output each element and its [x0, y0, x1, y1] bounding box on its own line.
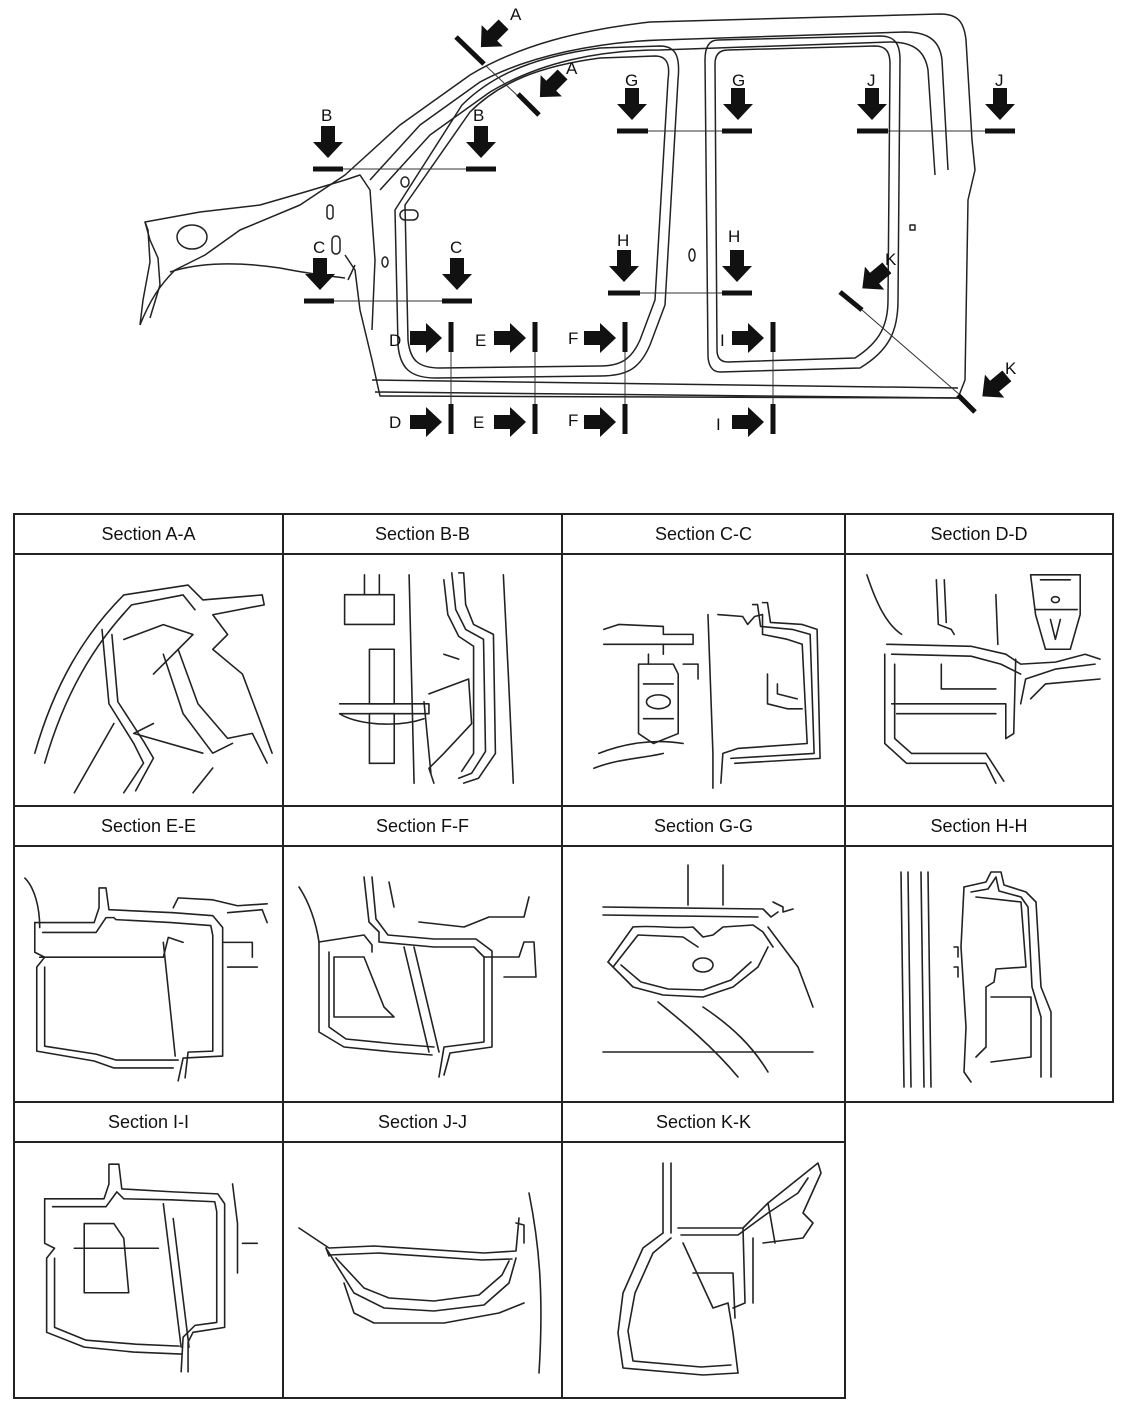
- marker-label-k: K: [1005, 359, 1017, 378]
- section-title: Section H-H: [846, 807, 1112, 847]
- marker-label-c: C: [450, 238, 462, 257]
- section-k-k-panel: Section K-K: [563, 1103, 846, 1399]
- section-j-j-drawing: [298, 1192, 542, 1374]
- body-side-overview: A A B B C C D D E E F F G G H H I I J J …: [0, 0, 1126, 470]
- marker-label-k: K: [885, 250, 897, 269]
- section-title: Section D-D: [846, 515, 1112, 555]
- section-k-k-drawing: [617, 1162, 822, 1376]
- marker-label-j: J: [867, 71, 876, 90]
- marker-label-d: D: [389, 413, 401, 432]
- section-title: Section I-I: [15, 1103, 282, 1143]
- section-b-b-panel: Section B-B: [284, 513, 563, 807]
- section-h-h-drawing: [900, 871, 1052, 1088]
- marker-label-g: G: [732, 71, 745, 90]
- section-i-i-drawing: [43, 1163, 259, 1373]
- marker-label-f: F: [568, 411, 578, 430]
- marker-label-b: B: [473, 106, 484, 125]
- section-title: Section A-A: [15, 515, 282, 555]
- marker-label-g: G: [625, 71, 638, 90]
- marker-label-e: E: [475, 331, 486, 350]
- section-lines: [334, 65, 985, 405]
- section-b-b-drawing: [338, 572, 515, 784]
- section-j-j-panel: Section J-J: [284, 1103, 563, 1399]
- section-a-a-panel: Section A-A: [13, 513, 284, 807]
- section-views-grid: Section A-A Section B-B: [13, 513, 1114, 1399]
- section-e-e-drawing: [24, 877, 268, 1082]
- section-c-c-panel: Section C-C: [563, 513, 846, 807]
- section-h-h-panel: Section H-H: [846, 807, 1114, 1103]
- section-title: Section B-B: [284, 515, 561, 555]
- section-g-g-drawing: [602, 864, 814, 1078]
- section-i-i-panel: Section I-I: [13, 1103, 284, 1399]
- marker-label-i: I: [716, 415, 721, 434]
- section-f-f-drawing: [298, 876, 537, 1078]
- marker-label-a: A: [510, 5, 522, 24]
- marker-label-h: H: [617, 231, 629, 250]
- section-e-e-panel: Section E-E: [13, 807, 284, 1103]
- marker-label-h: H: [728, 227, 740, 246]
- section-title: Section F-F: [284, 807, 561, 847]
- marker-label-i: I: [720, 331, 725, 350]
- section-marker-bars: [304, 35, 1015, 434]
- section-title: Section J-J: [284, 1103, 561, 1143]
- section-a-a-drawing: [33, 584, 273, 794]
- marker-label-a: A: [566, 59, 578, 78]
- marker-label-e: E: [473, 413, 484, 432]
- marker-label-f: F: [568, 329, 578, 348]
- marker-label-b: B: [321, 106, 332, 125]
- marker-label-j: J: [995, 71, 1004, 90]
- section-d-d-drawing: [866, 574, 1101, 784]
- marker-label-c: C: [313, 238, 325, 257]
- section-title: Section G-G: [563, 807, 844, 847]
- section-marker-labels: A A B B C C D D E E F F G G H H I I J J …: [313, 5, 1017, 434]
- empty-cell: [846, 1103, 1114, 1399]
- section-title: Section E-E: [15, 807, 282, 847]
- section-f-f-panel: Section F-F: [284, 807, 563, 1103]
- section-c-c-drawing: [593, 601, 821, 789]
- section-title: Section K-K: [563, 1103, 844, 1143]
- marker-label-d: D: [389, 331, 401, 350]
- section-g-g-panel: Section G-G: [563, 807, 846, 1103]
- section-title: Section C-C: [563, 515, 844, 555]
- section-d-d-panel: Section D-D: [846, 513, 1114, 807]
